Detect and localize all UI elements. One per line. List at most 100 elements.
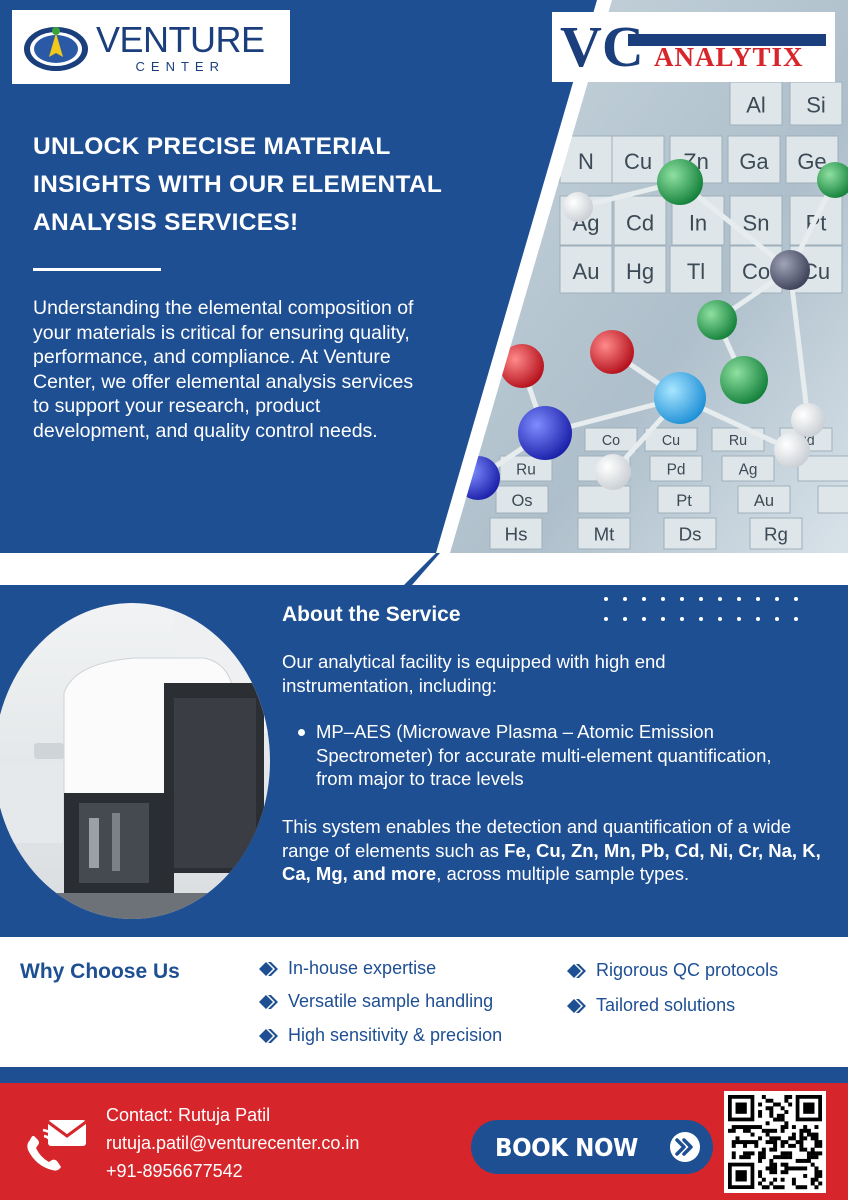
periodic-symbol: Co (742, 259, 770, 284)
qr-module (769, 1147, 774, 1152)
decor-dot (604, 617, 608, 621)
contact-phone-link[interactable]: +91-8956677542 (106, 1161, 243, 1181)
double-chevron-right-icon (670, 1132, 700, 1162)
qr-module (776, 1155, 781, 1160)
qr-module (806, 1132, 811, 1137)
qr-module (780, 1177, 785, 1182)
periodic-symbol: Sn (743, 210, 770, 235)
qr-module (735, 1136, 740, 1141)
periodic-symbol: Au (573, 259, 600, 284)
decor-dot (604, 597, 608, 601)
qr-module (810, 1132, 815, 1137)
contact-email-link[interactable]: rutuja.patil@venturecenter.co.in (106, 1133, 360, 1153)
phone-mail-icon (27, 1120, 87, 1171)
periodic-symbol: Ag (739, 461, 758, 478)
qr-module (818, 1151, 823, 1156)
qr-module (754, 1140, 759, 1145)
periodic-tile (489, 517, 543, 550)
qr-module (758, 1158, 763, 1163)
qr-module (784, 1170, 789, 1175)
periodic-tile (669, 245, 723, 294)
qr-module (739, 1125, 744, 1130)
decor-dot (642, 577, 646, 581)
qr-module (780, 1185, 785, 1190)
qr-module (788, 1102, 793, 1107)
qr-module (791, 1181, 796, 1186)
qr-module (773, 1155, 778, 1160)
about-element-list: Fe, Cu, Zn, Mn, Pb, Cd, Ni, Cr, Na, K, C… (282, 839, 821, 885)
decor-dot (699, 617, 703, 621)
qr-module (814, 1170, 819, 1175)
qr-module (803, 1173, 808, 1178)
diamond-arrow-icon (567, 998, 586, 1013)
decor-dot (699, 577, 703, 581)
qr-module (776, 1185, 781, 1190)
qr-module (758, 1155, 763, 1160)
periodic-tile (749, 517, 803, 550)
qr-module (758, 1125, 763, 1130)
why-item-label: High sensitivity & precision (288, 1025, 503, 1045)
periodic-symbol: N (578, 149, 594, 174)
qr-module (761, 1147, 766, 1152)
qr-module (773, 1170, 778, 1175)
qr-module (814, 1151, 819, 1156)
diamond-arrow-icon (567, 963, 586, 978)
qr-module (788, 1151, 793, 1156)
qr-module (750, 1151, 755, 1156)
qr-module (810, 1147, 815, 1152)
qr-module (773, 1166, 778, 1171)
periodic-symbol: Hg (626, 259, 654, 284)
decor-dot (718, 597, 722, 601)
decor-dot (642, 617, 646, 621)
qr-module (806, 1128, 811, 1133)
book-now-button[interactable]: BOOK NOW (471, 1120, 713, 1174)
qr-module (799, 1143, 804, 1148)
qr-module (810, 1151, 815, 1156)
qr-module (773, 1117, 778, 1122)
diamond-arrow-icon (259, 961, 278, 976)
diamond-arrow-icon (259, 994, 278, 1009)
qr-module (743, 1128, 747, 1133)
qr-module (735, 1102, 747, 1114)
qr-module (739, 1155, 744, 1160)
qr-module (799, 1128, 804, 1133)
decor-dot (756, 577, 760, 581)
book-now-label: BOOK NOW (495, 1132, 638, 1162)
qr-module (803, 1166, 808, 1171)
qr-module (780, 1151, 785, 1156)
periodic-tile (613, 245, 667, 294)
venture-center-sub: CENTER (135, 58, 225, 74)
about-title: About the Service (282, 603, 461, 626)
qr-module (806, 1151, 811, 1156)
qr-module (743, 1125, 747, 1130)
qr-module (791, 1132, 796, 1137)
qr-module (765, 1121, 770, 1126)
qr-module (803, 1102, 815, 1114)
periodic-table-photo: AlSiNCuZnGaGeAgCdInSnPtAuHgTlCoCuCoCuRuP… (0, 0, 848, 585)
qr-module (773, 1147, 778, 1152)
qr-module (791, 1177, 796, 1182)
qr-module (814, 1125, 819, 1130)
qr-module (784, 1140, 789, 1145)
qr-code[interactable] (724, 1091, 826, 1193)
periodic-tile (729, 81, 783, 126)
qr-module (814, 1166, 819, 1171)
periodic-tile (611, 135, 665, 184)
periodic-tile (663, 517, 717, 550)
qr-module (773, 1102, 778, 1107)
decor-dot (623, 577, 627, 581)
periodic-tile (721, 455, 775, 482)
qr-module (799, 1158, 804, 1163)
why-item-tailored: Tailored solutions (566, 995, 735, 1016)
qr-module (773, 1128, 778, 1133)
section-divider-strip (0, 1067, 848, 1083)
decor-dot (756, 617, 760, 621)
qr-module (780, 1128, 785, 1133)
periodic-tile (737, 485, 791, 514)
venture-center-wordmark: VENTURE (96, 18, 265, 60)
qr-module (761, 1128, 766, 1133)
qr-module (769, 1128, 774, 1133)
qr-module (818, 1170, 823, 1175)
qr-module (746, 1151, 751, 1156)
qr-module (773, 1143, 778, 1148)
